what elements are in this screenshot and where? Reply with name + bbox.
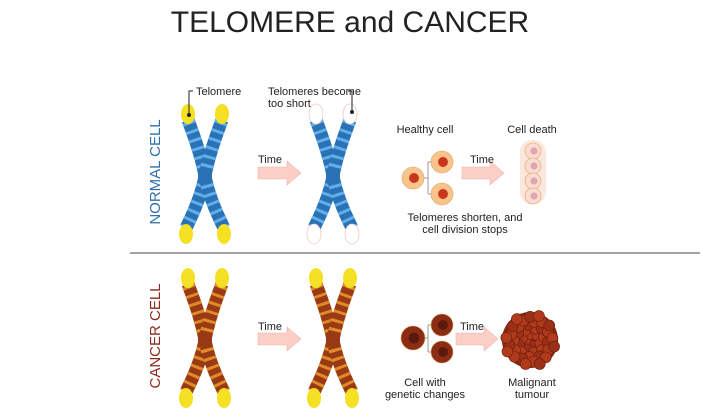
telomere	[181, 268, 195, 288]
tumour-cell	[511, 313, 523, 325]
cancer-chromosome-maintained	[307, 268, 359, 408]
time-arrow	[257, 326, 302, 352]
time-label: Time	[470, 154, 494, 166]
centromere	[326, 333, 340, 347]
centromere	[326, 169, 340, 183]
telomere	[179, 388, 193, 408]
time-arrow	[257, 160, 302, 186]
telomere	[217, 388, 231, 408]
time-arrow	[455, 326, 499, 352]
nucleus	[530, 162, 538, 170]
tumour-cell	[543, 319, 556, 332]
healthy-daughter-cell	[430, 182, 454, 206]
nucleus	[438, 157, 448, 167]
division-bracket	[422, 161, 434, 195]
nucleus	[409, 173, 419, 183]
mutated-daughter-cell	[430, 313, 454, 337]
tumour-cell	[533, 358, 546, 370]
healthy-daughter-cell	[430, 150, 454, 174]
short-telomere	[308, 103, 324, 125]
nucleus	[530, 147, 538, 155]
healthy-cell	[401, 166, 425, 190]
time-label: Time	[460, 321, 484, 333]
genetic-cell-label-1: Cell with	[404, 377, 446, 389]
nucleus	[408, 332, 420, 344]
cell-death-label: Cell death	[507, 124, 557, 136]
short-telomere	[342, 103, 358, 125]
short-telomere-callout-line	[348, 90, 353, 112]
mutated-daughter-cell	[430, 340, 454, 364]
normal-chromosome-long-telomeres	[179, 104, 231, 244]
nucleus	[530, 177, 538, 185]
telomere-label: Telomere	[196, 86, 241, 98]
malignant-tumour	[500, 310, 560, 370]
telomere-callout-dot	[187, 113, 191, 117]
caption-line-1: Telomeres shorten, and	[408, 212, 523, 224]
telomere	[179, 224, 193, 244]
telomere	[215, 268, 229, 288]
tumour-cell	[501, 345, 514, 358]
short-telomere-label-2: too short	[268, 98, 311, 110]
short-telomere	[306, 223, 322, 245]
genetic-cell-label-2: genetic changes	[385, 389, 466, 401]
healthy-cell-label: Healthy cell	[397, 124, 454, 136]
telomere	[309, 268, 323, 288]
telomere	[217, 224, 231, 244]
tumour-cell	[548, 340, 560, 353]
tumour-label-2: tumour	[515, 389, 550, 401]
telomere	[345, 388, 359, 408]
telomere-callout-line	[188, 90, 193, 115]
dead-cell	[524, 172, 542, 190]
dead-cell	[524, 142, 542, 160]
dead-cell	[524, 157, 542, 175]
nucleus	[438, 189, 448, 199]
short-telomere-callout-dot	[350, 110, 354, 114]
mutated-cell	[400, 325, 426, 351]
tumour-cell	[533, 310, 545, 322]
normal-chromosome-short-telomeres	[306, 103, 360, 245]
time-label: Time	[258, 154, 282, 166]
cancer-cell-label: CANCER CELL	[147, 283, 164, 388]
caption-line-2: cell division stops	[422, 224, 508, 236]
nucleus	[530, 192, 538, 200]
centromere	[198, 169, 212, 183]
tumour-cell	[519, 358, 532, 370]
short-telomere-label-1: Telomeres become	[268, 86, 361, 98]
cancer-chromosome	[179, 268, 231, 408]
telomere	[307, 388, 321, 408]
title: TELOMERE and CANCER	[171, 6, 529, 39]
short-telomere	[344, 223, 360, 245]
time-arrow	[461, 160, 505, 186]
centromere	[198, 333, 212, 347]
telomere	[343, 268, 357, 288]
normal-cell-label: NORMAL CELL	[147, 119, 164, 224]
tumour-cell	[500, 331, 513, 344]
dead-cell	[524, 187, 542, 205]
tumour-label-1: Malignant	[508, 377, 556, 389]
nucleus	[438, 320, 448, 330]
telomere	[215, 104, 229, 124]
nucleus	[438, 347, 448, 357]
time-label: Time	[258, 321, 282, 333]
